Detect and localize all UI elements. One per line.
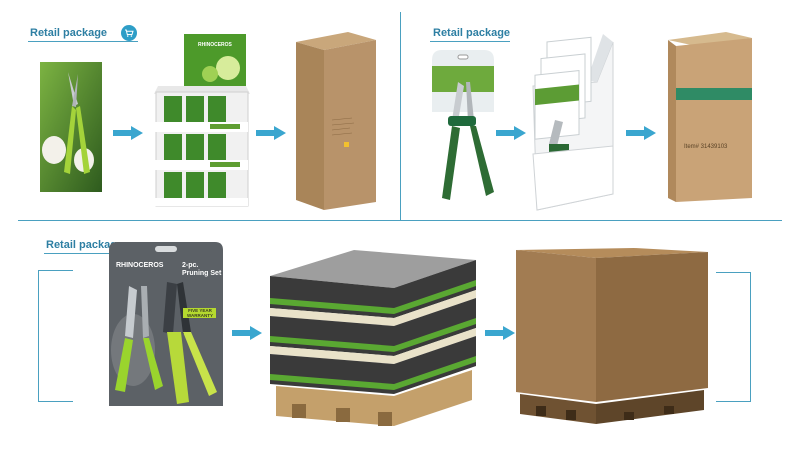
arrow-right-icon — [496, 126, 526, 140]
section-heading-bottom: Retail package — [46, 239, 124, 251]
pruning-set-title-line1: 2-pc. — [182, 262, 199, 269]
pallet-shipping-carton — [514, 246, 710, 430]
shipping-carton-small — [664, 30, 754, 206]
brand-logo: RHINOCEROS — [198, 42, 233, 48]
heading-underline-top-left — [28, 41, 138, 42]
right-bracket — [716, 272, 751, 402]
arrow-right-icon — [626, 126, 656, 140]
brand-logo-pruning-set: RHINOCEROS — [116, 262, 164, 269]
arrow-right-icon — [232, 326, 262, 340]
heading-underline-bottom — [44, 253, 120, 254]
counter-display-box — [527, 24, 617, 214]
arrow-right-icon — [113, 126, 143, 140]
warranty-badge: FIVE YEAR WARRANTY — [184, 308, 216, 318]
floor-display-unit: RHINOCEROS — [150, 34, 250, 209]
shopping-cart-icon — [121, 25, 137, 41]
heading-underline-top-right — [430, 41, 510, 42]
vertical-divider — [400, 12, 401, 220]
pruner-on-card — [428, 46, 498, 206]
section-heading-top-left: Retail package — [30, 27, 108, 39]
horizontal-divider — [18, 220, 782, 221]
carton-label-text: Item# 31439103 — [684, 144, 728, 150]
retail-card-pruner — [40, 62, 102, 192]
left-bracket — [38, 270, 73, 402]
arrow-right-icon — [256, 126, 286, 140]
shipping-carton-tall — [292, 30, 382, 212]
pruning-set-title-line2: Pruning Set — [182, 270, 222, 277]
section-heading-top-right: Retail package — [433, 27, 511, 39]
pruning-set-card — [103, 240, 228, 410]
pallet-display — [266, 246, 478, 432]
arrow-right-icon — [485, 326, 515, 340]
